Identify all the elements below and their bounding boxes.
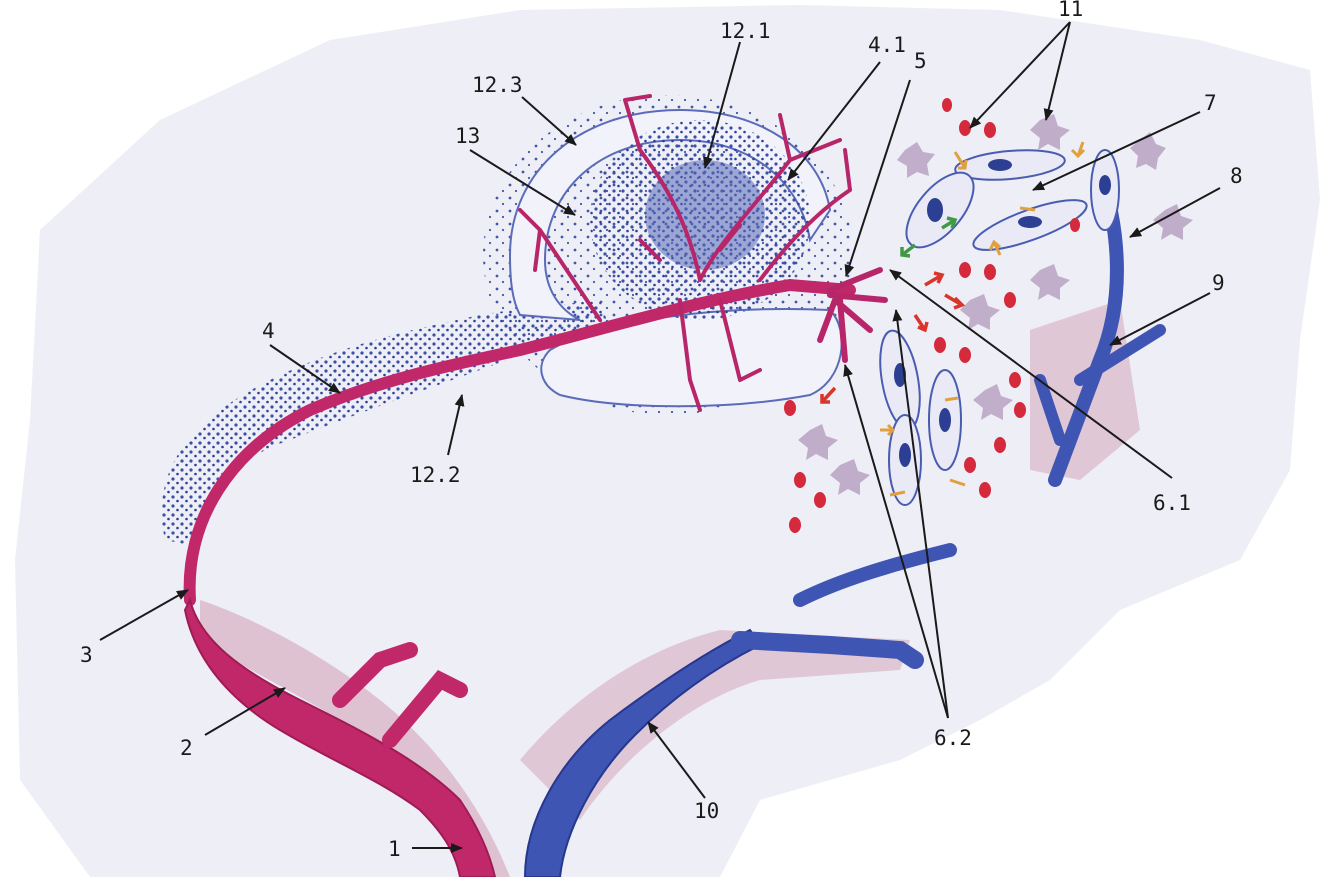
label-8: 8 xyxy=(1230,164,1243,188)
label-3: 3 xyxy=(80,643,93,667)
label-12-3: 12.3 xyxy=(472,73,523,97)
label-12-1: 12.1 xyxy=(720,19,771,43)
label-6-2: 6.2 xyxy=(934,726,972,750)
label-13: 13 xyxy=(455,124,480,148)
label-12-2: 12.2 xyxy=(410,463,461,487)
label-9: 9 xyxy=(1212,271,1225,295)
label-2: 2 xyxy=(180,736,193,760)
label-5: 5 xyxy=(914,49,927,73)
label-11: 11 xyxy=(1058,0,1083,21)
label-7: 7 xyxy=(1204,91,1217,115)
label-6-1: 6.1 xyxy=(1153,491,1191,515)
label-4-1: 4.1 xyxy=(868,33,906,57)
label-1: 1 xyxy=(388,837,401,861)
label-4: 4 xyxy=(262,319,275,343)
label-10: 10 xyxy=(694,799,719,823)
